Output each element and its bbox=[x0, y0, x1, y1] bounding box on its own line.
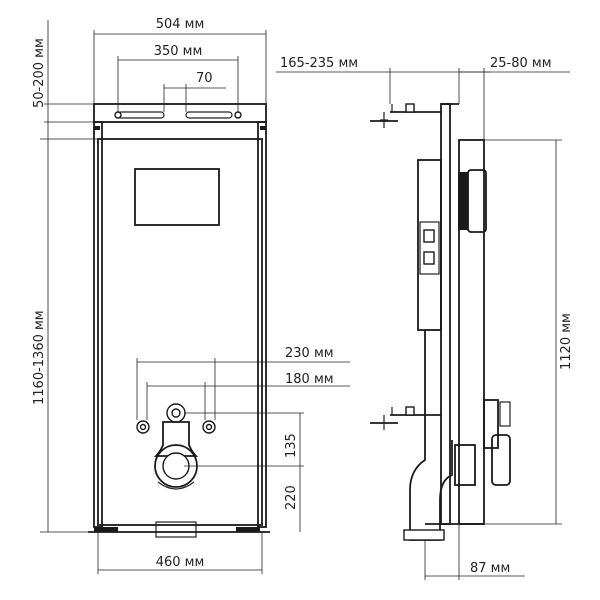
height-1120-label: 1120 мм bbox=[559, 313, 574, 370]
cistern bbox=[417, 159, 442, 331]
drain-elbow bbox=[153, 421, 199, 457]
anchor-bolt-right bbox=[234, 111, 242, 119]
front-view bbox=[88, 103, 270, 538]
panel-offset-label: 25-80 мм bbox=[490, 56, 552, 71]
width-460-label: 460 мм bbox=[156, 555, 205, 570]
height-1160-1360-label: 1160-1360 мм bbox=[32, 310, 47, 405]
foot-right bbox=[236, 527, 260, 532]
foot-left bbox=[94, 527, 118, 532]
frame-panel bbox=[97, 138, 263, 526]
top-rail-left bbox=[117, 111, 165, 119]
side-view bbox=[370, 103, 511, 541]
width-350-label: 350 мм bbox=[154, 44, 203, 59]
upright-right bbox=[257, 121, 267, 528]
side-dimensions: 165-235 мм 25-80 мм 1120 мм 87 мм bbox=[276, 56, 574, 580]
side-drain-pipe bbox=[409, 330, 453, 541]
depth-87-label: 87 мм bbox=[470, 561, 510, 576]
drain-stub bbox=[155, 521, 197, 538]
flush-plate-opening bbox=[134, 168, 220, 226]
spacing-180-label: 180 мм bbox=[285, 372, 334, 387]
width-70-label: 70 bbox=[196, 71, 213, 86]
anchor-bolt-left bbox=[114, 111, 122, 119]
vertical-135-label: 135 bbox=[284, 433, 299, 458]
top-adjust-label: 50-200 мм bbox=[32, 38, 47, 108]
vertical-220-label: 220 bbox=[284, 485, 299, 510]
width-504-label: 504 мм bbox=[156, 17, 205, 32]
side-frame-post bbox=[440, 103, 451, 525]
depth-165-235-label: 165-235 мм bbox=[280, 56, 358, 71]
top-rail-right bbox=[185, 111, 233, 119]
spacing-230-label: 230 мм bbox=[285, 346, 334, 361]
front-dimensions: 504 мм 350 мм 70 50-200 мм 1160-1360 мм … bbox=[32, 17, 350, 574]
